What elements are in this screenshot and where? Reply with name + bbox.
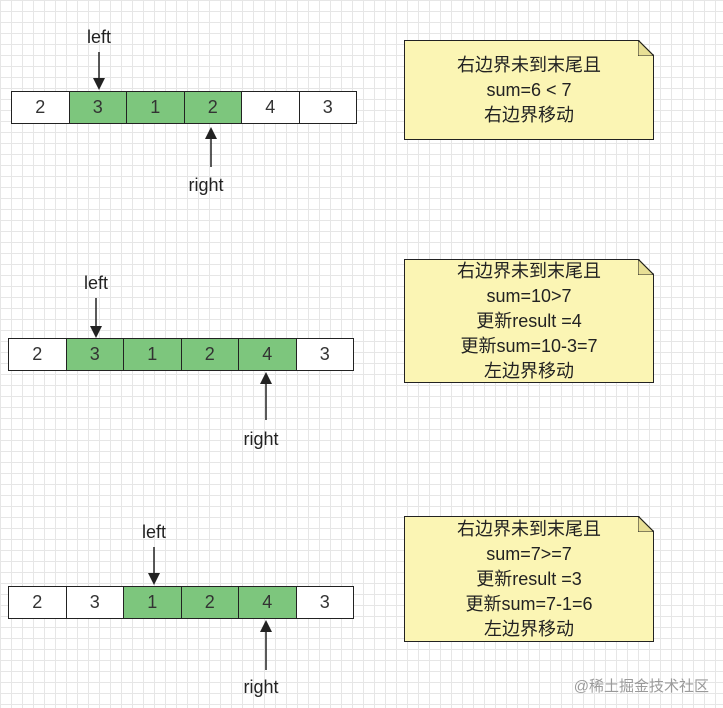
note-line: 左边界移动: [484, 360, 574, 381]
array-cell: 2: [9, 339, 67, 370]
note-line: sum=10>7: [486, 285, 572, 306]
array-row: 2 3 1 2 4 3: [11, 91, 357, 124]
note-line: 右边界移动: [484, 104, 574, 125]
note-fold-icon: [638, 259, 654, 275]
note-line: 右边界未到末尾且: [457, 54, 601, 75]
array-row: 2 3 1 2 4 3: [8, 338, 354, 371]
array-cell: 2: [9, 587, 67, 618]
left-pointer-label: left: [141, 522, 167, 542]
array-cell: 1: [124, 339, 182, 370]
array-cell: 3: [322, 97, 333, 117]
note-line: 更新sum=7-1=6: [465, 593, 593, 614]
right-pointer-label: right: [243, 677, 279, 697]
right-pointer-label: right: [243, 429, 279, 449]
watermark: @稀土掘金技术社区: [573, 678, 709, 695]
note-line: 更新result =3: [476, 568, 582, 589]
array-cell: 1: [127, 92, 185, 123]
left-pointer-label: left: [86, 27, 112, 47]
note-fold-icon: [638, 516, 654, 532]
array-cell: 4: [242, 92, 300, 123]
right-pointer-label: right: [188, 175, 224, 195]
note-line: sum=7>=7: [486, 543, 572, 564]
array-cell: 3: [67, 587, 124, 618]
note-box: 右边界未到末尾且 sum=10>7 更新result =4 更新sum=10-3…: [404, 259, 654, 383]
array-cell: 4: [239, 587, 297, 618]
array-cell: 2: [181, 339, 239, 370]
array-cell: 3: [66, 339, 124, 370]
array-cell: 1: [124, 587, 182, 618]
right-pointer-arrow-icon: [205, 127, 217, 167]
left-pointer-arrow-icon: [148, 547, 160, 585]
array-cell: 3: [319, 592, 330, 612]
note-box: 右边界未到末尾且 sum=7>=7 更新result =3 更新sum=7-1=…: [404, 516, 654, 642]
right-pointer-arrow-icon: [260, 372, 272, 420]
left-pointer-arrow-icon: [93, 52, 105, 90]
note-line: sum=6 < 7: [486, 79, 572, 100]
note-line: 右边界未到末尾且: [457, 518, 601, 539]
left-pointer-arrow-icon: [90, 298, 102, 338]
array-cell: 2: [181, 587, 239, 618]
array-cell: 3: [319, 344, 330, 364]
array-cell: 3: [69, 92, 127, 123]
note-fold-icon: [638, 40, 654, 56]
array-cell: 4: [239, 339, 297, 370]
note-line: 更新sum=10-3=7: [460, 335, 598, 356]
array-cell: 2: [184, 92, 242, 123]
note-line: 左边界移动: [484, 618, 574, 639]
array-cell: 2: [12, 92, 70, 123]
note-line: 更新result =4: [476, 310, 582, 331]
left-pointer-label: left: [83, 273, 109, 293]
note-box: 右边界未到末尾且 sum=6 < 7 右边界移动: [404, 40, 654, 140]
note-line: 右边界未到末尾且: [457, 260, 601, 281]
array-row: 2 3 1 2 4 3: [8, 586, 354, 619]
right-pointer-arrow-icon: [260, 620, 272, 670]
